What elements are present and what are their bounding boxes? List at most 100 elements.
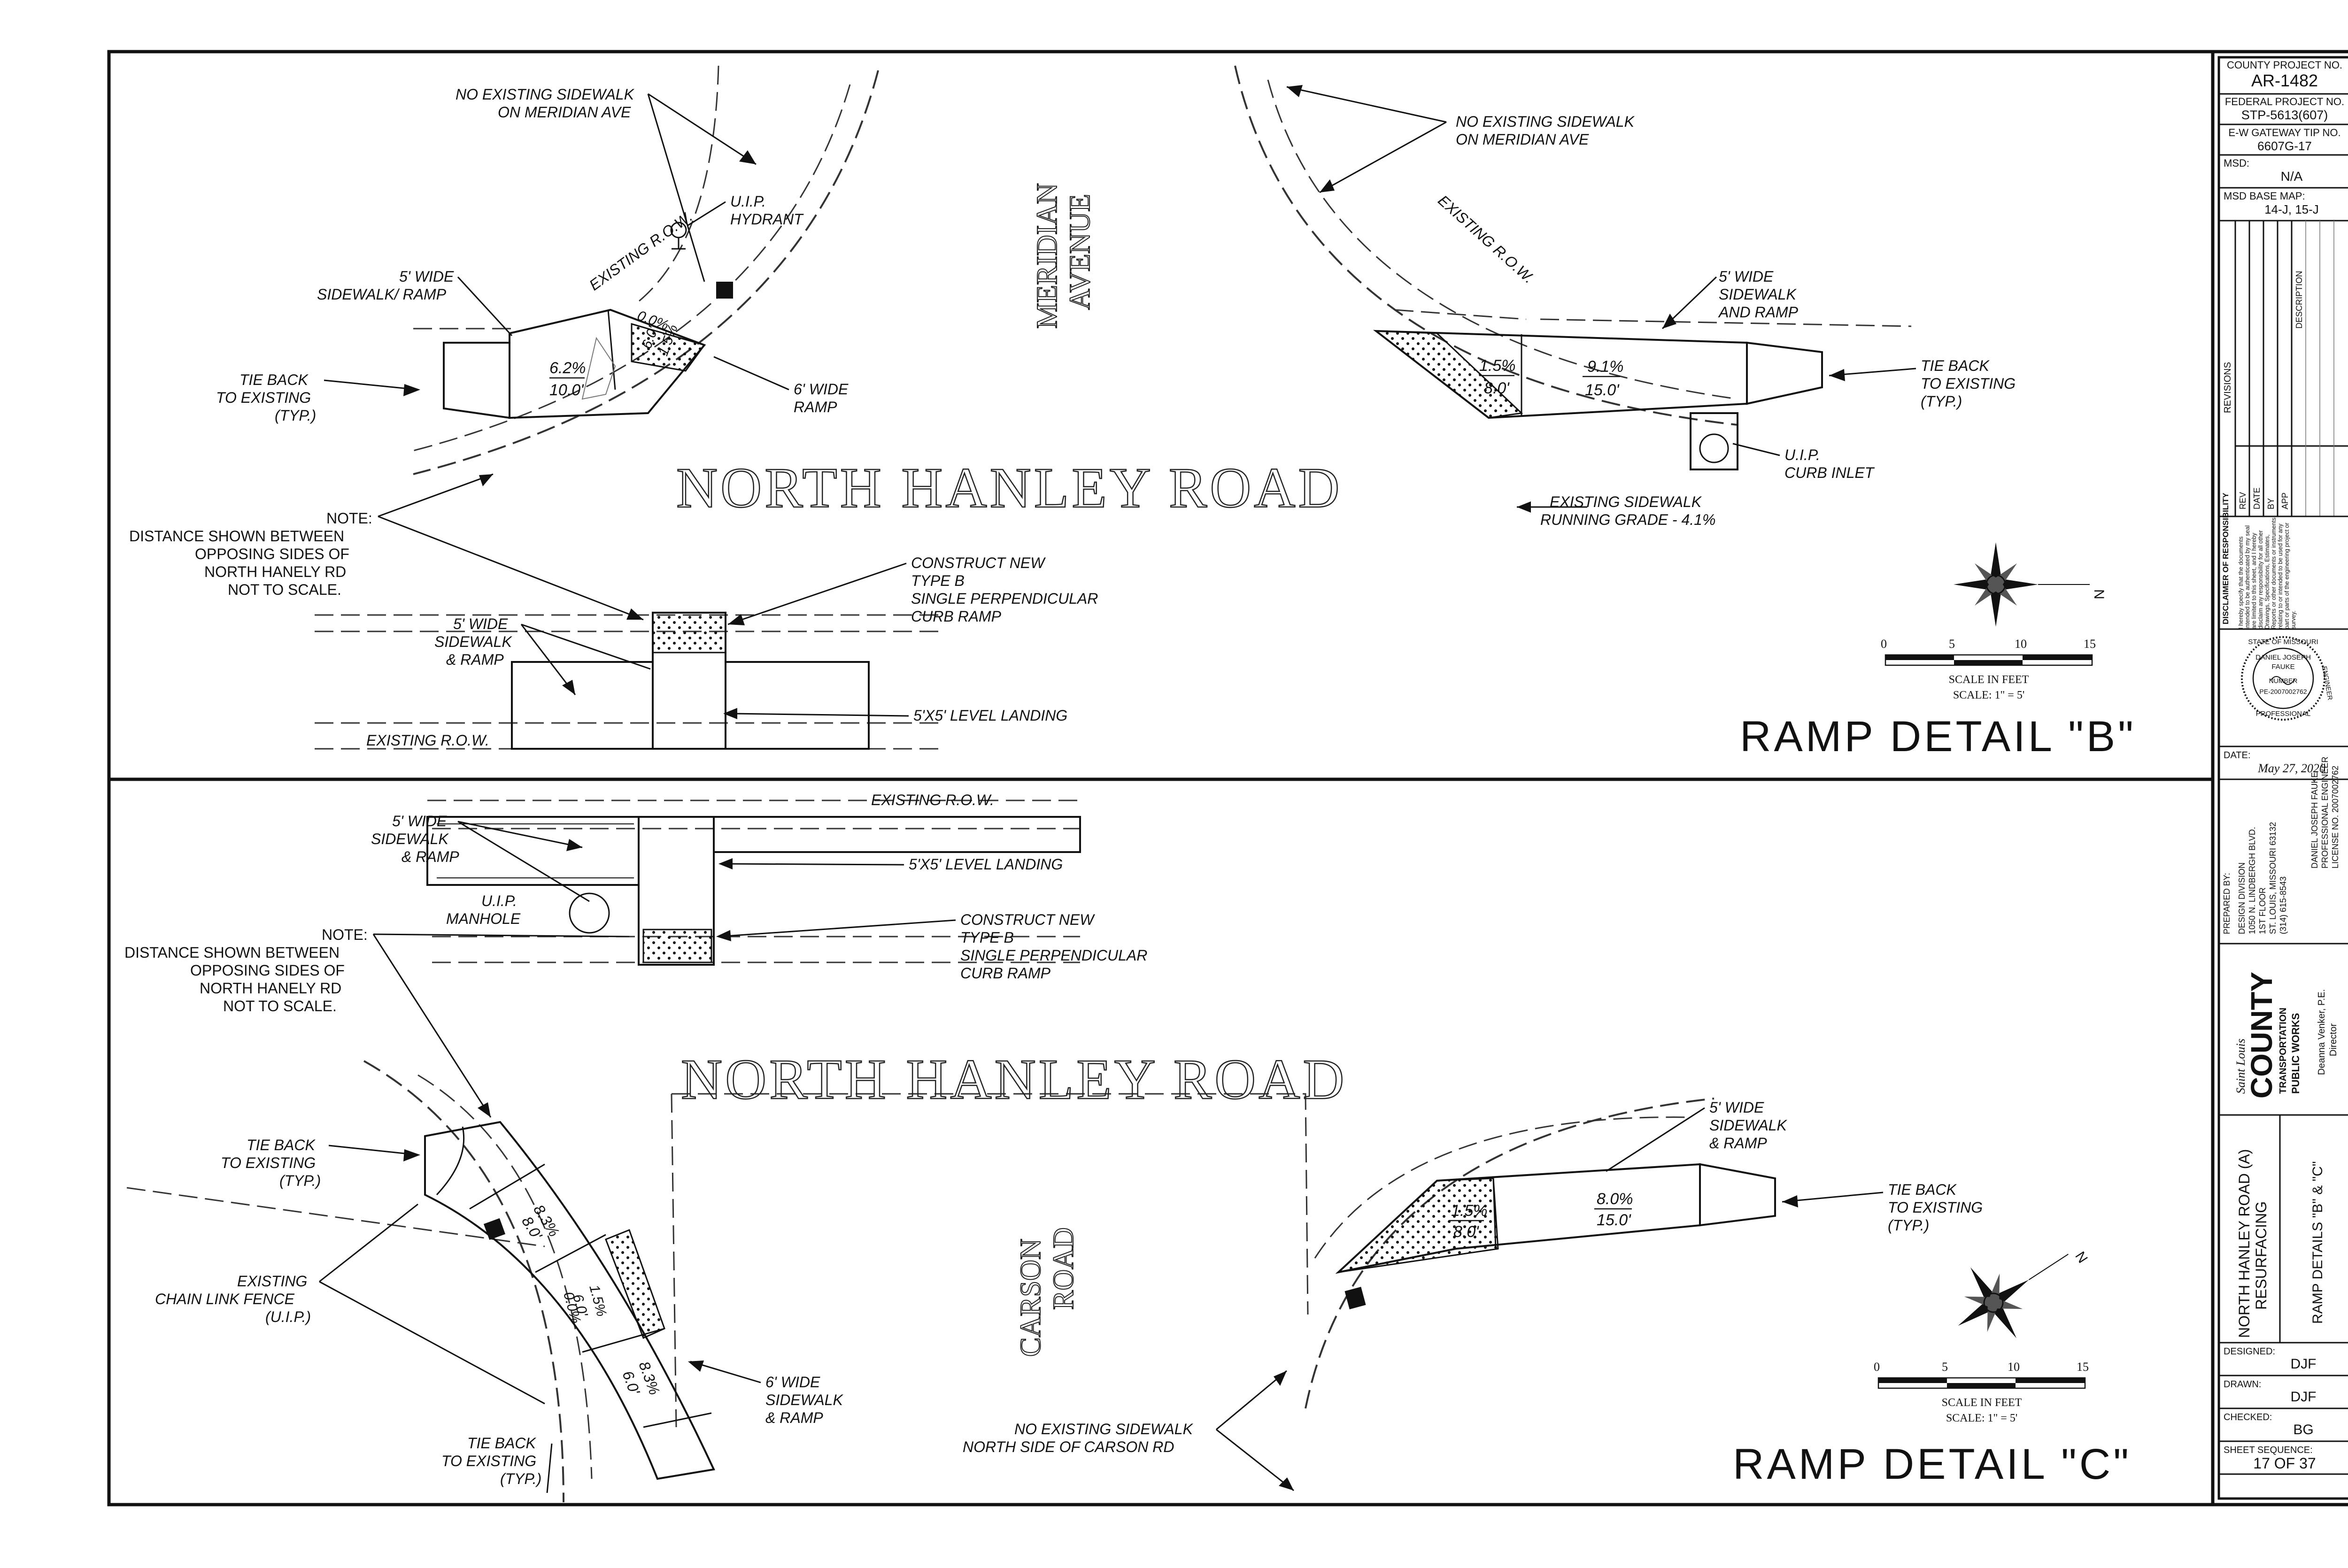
detail-title: RAMP DETAIL "C" [1733,1440,2132,1488]
disclaimer-title: DISCLAIMER OF RESPONSIBILITY [2221,492,2230,624]
note-text: (TYP.) [279,1172,321,1189]
ramp-b-right: 1.5% 8.0' 9.1% 15.0' [1373,330,1823,470]
revisions-table: REVISIONS REV DATE BY APP DESCRIPTION [2223,221,2348,516]
sheet-seq-label: SHEET SEQUENCE: [2224,1445,2313,1455]
sheet-title: RAMP DETAILS "B" & "C" [2310,1161,2325,1324]
msd-value: N/A [2281,169,2303,184]
scale-label: SCALE IN FEET [1942,1397,2022,1409]
note-text: TO EXISTING [1921,375,2016,392]
note-text: TIE BACK [1921,357,1990,374]
road-label-north-hanley: NORTH HANLEY ROAD [681,1048,1347,1111]
director-name: Deanna Venker, P.E. [2317,989,2327,1075]
note-text: NORTH SIDE OF CARSON RD [963,1438,1174,1455]
engineer-seal: STATE OF MISSOURI DANIEL JOSEPH FAUKE NU… [2241,636,2334,721]
scale-tick: 0 [1874,1360,1880,1374]
note-text: 6' WIDE [794,381,849,398]
disclaimer-text: I hereby specify that the documents inte… [2238,517,2297,629]
note-text: TO EXISTING [441,1453,536,1469]
checked-value: BG [2293,1422,2313,1437]
checked-label: CHECKED: [2224,1412,2272,1422]
scale-ratio: SCALE: 1" = 5' [1946,1412,2017,1424]
address-2: 1ST FLOOR [2258,887,2267,934]
slope-length: 15.0' [1597,1211,1631,1229]
note-text: CHAIN LINK FENCE [155,1291,295,1307]
north-label: N [2091,589,2107,600]
slope-length: 8.0' [1484,379,1510,397]
address-3: ST. LOUIS, MISSOURI 63132 [2268,822,2278,934]
slope-label: 1.5% [1451,1202,1488,1220]
utility-pole-icon [716,282,733,299]
note-text: RAMP [794,399,837,415]
scale-tick: 5 [1942,1360,1948,1374]
design-division: DESIGN DIVISION [2237,862,2247,934]
slope-label: 8.0% [1597,1190,1633,1208]
federal-project-value: STP-5613(607) [2241,108,2328,122]
note-text: SIDEWALK [1709,1117,1787,1134]
seal-name2: FAUKE [2271,663,2294,671]
prepared-by-label: PREPARED BY: [2222,873,2232,934]
road-label-carson: CARSON [1015,1238,1047,1357]
row-label: EXISTING R.O.W. [366,732,489,749]
scale-tick: 10 [2015,637,2027,651]
scale-tick: 5 [1949,637,1955,651]
scale-label: SCALE IN FEET [1949,674,2029,686]
msd-label: MSD: [2224,157,2249,169]
seal-state: STATE OF MISSOURI [2248,638,2318,646]
project-title-1: NORTH HANLEY ROAD (A) [2236,1149,2253,1338]
designed-label: DESIGNED: [2224,1346,2275,1357]
scale-tick: 10 [2008,1360,2020,1374]
note-text: MANHOLE [446,910,521,927]
note-text: (U.I.P.) [265,1308,311,1325]
logo-public-works: PUBLIC WORKS [2290,1013,2302,1094]
address-1: 1050 N. LINDBERGH BLVD. [2248,827,2257,934]
logo-transportation: TRANSPORTATION [2278,1007,2288,1094]
scale-bar: 0 5 10 15 SCALE IN FEET SCALE: 1" = 5' [1881,637,2096,701]
note-text: AND RAMP [1718,304,1799,321]
phone: (314) 615-8543 [2278,876,2288,934]
note-text: SIDEWALK [1719,286,1797,303]
disclaimer: DISCLAIMER OF RESPONSIBILITY I hereby sp… [2221,492,2297,629]
note-text: (TYP.) [1921,393,1962,410]
note-text: (TYP.) [275,407,316,424]
county-logo: Saint Louis COUNTY TRANSPORTATION PUBLIC… [2234,972,2339,1099]
note-text: CURB INLET [1784,464,1875,481]
note-text: & RAMP [402,848,459,865]
note-text: & RAMP [446,651,504,668]
engineer-title: PROFESSIONAL ENGINEER [2320,757,2330,869]
note-text: (TYP.) [1888,1217,1929,1234]
note-text: NORTH HANELY RD [200,980,341,997]
note-text: TYPE B [960,929,1014,946]
utility-pole-icon [1344,1287,1366,1309]
seal-professional: PROFESSIONAL [2256,710,2311,718]
msd-base-label: MSD BASE MAP: [2224,190,2305,202]
note-text: CONSTRUCT NEW [911,554,1046,571]
note-text: TIE BACK [247,1137,316,1153]
ramp-detail-c: 8.3% 8.0' 1.5% 6.0' 0.0% 8.3% 6.0' 1.5% … [124,792,2132,1503]
note-text: SINGLE PERPENDICULAR [960,947,1147,964]
county-project-label: COUNTY PROJECT NO. [2227,59,2342,71]
slope-length: 15.0' [1585,381,1620,399]
date-value: May 27, 2020 [2257,761,2325,775]
callouts-b: NO EXISTING SIDEWALK ON MERIDIAN AVE U.I… [129,85,2016,749]
rev-col-by: BY [2266,498,2276,509]
note-text: OPPOSING SIDES OF [195,546,349,562]
logo-saint-louis: Saint Louis [2234,1038,2248,1094]
hydrant-icon [670,222,687,250]
scale-bar: 0 5 10 15 SCALE IN FEET SCALE: 1" = 5' [1874,1360,2089,1424]
road-label-road: ROAD [1048,1227,1080,1310]
note-text: NORTH HANELY RD [204,563,346,580]
seal-engineer: ENGINEER [2321,666,2334,701]
note-text: 5' WIDE [1709,1099,1764,1116]
note-text: SIDEWALK [371,830,449,847]
rev-col-date: DATE [2252,487,2262,509]
note-text: SINGLE PERPENDICULAR [911,590,1098,607]
note-text: 6' WIDE [765,1374,820,1391]
note-text: ON MERIDIAN AVE [498,104,631,121]
note-text: TIE BACK [1888,1181,1957,1198]
callouts-c: EXISTING R.O.W. 5' WIDE SIDEWALK & RAMP … [124,792,1983,1493]
note-text: 5' WIDE [1719,268,1774,285]
detail-title: RAMP DETAIL "B" [1740,713,2136,761]
note-text: CURB RAMP [960,965,1051,982]
title-block: COUNTY PROJECT NO. AR-1482 FEDERAL PROJE… [2217,56,2348,1500]
